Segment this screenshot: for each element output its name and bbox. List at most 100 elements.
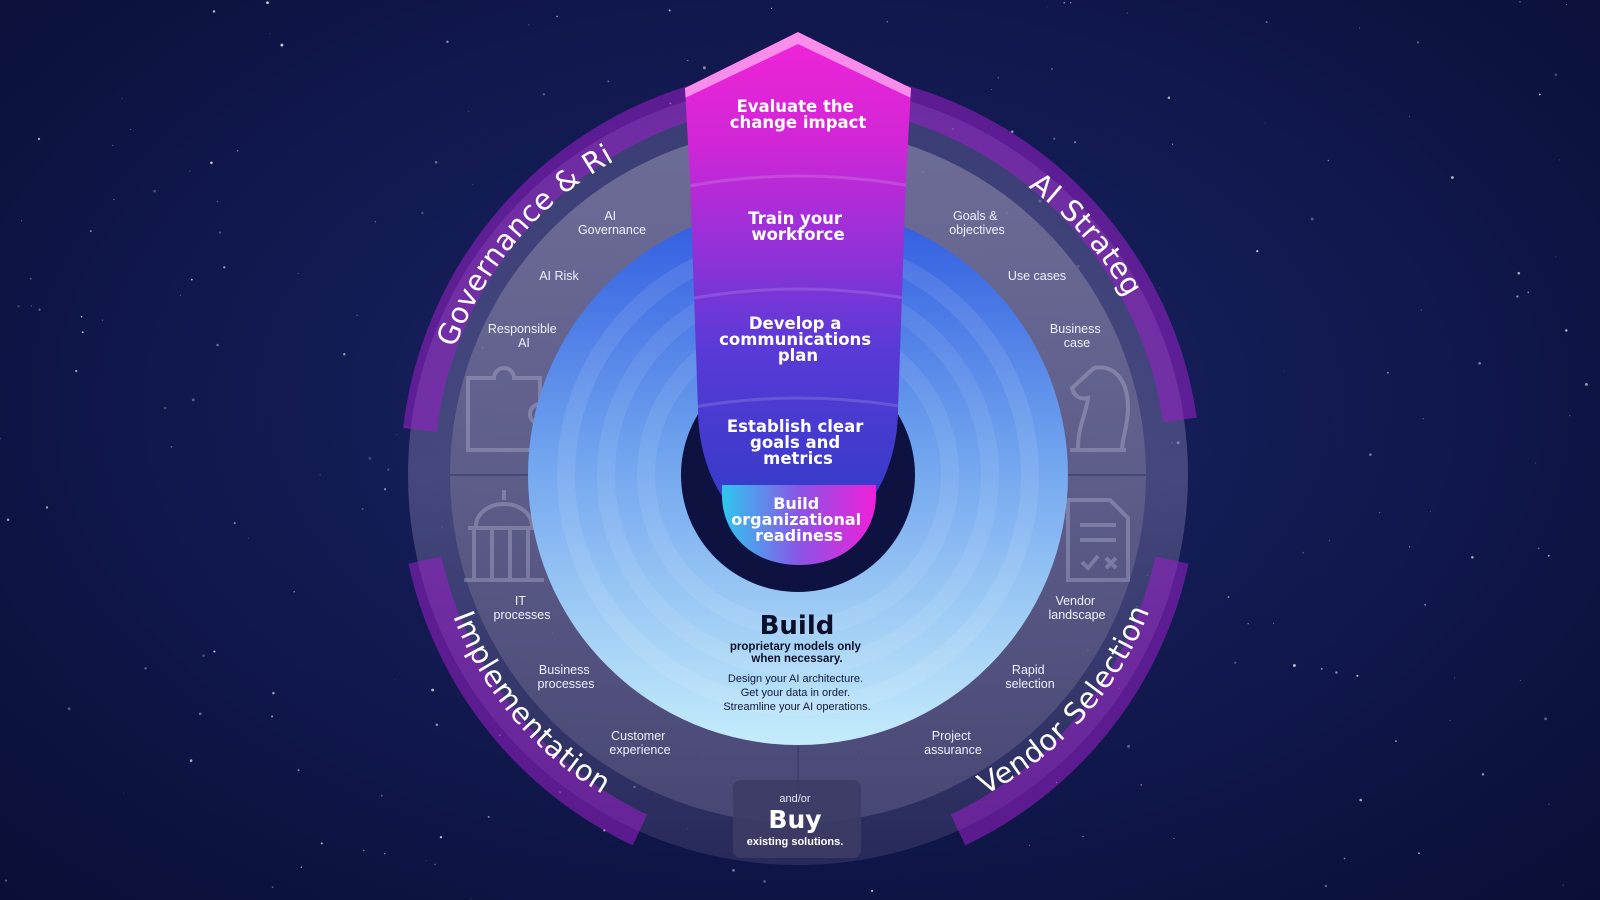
chess-knight-icon <box>1069 365 1131 452</box>
star <box>1424 604 1426 606</box>
strategy-item-use-cases: Use cases <box>1008 269 1066 283</box>
star <box>1335 671 1338 674</box>
strategy-arc <box>871 78 1197 423</box>
star <box>210 161 213 165</box>
star <box>363 849 365 852</box>
star <box>213 650 216 653</box>
buy-subtitle: existing solutions. <box>747 836 844 848</box>
star <box>198 712 202 716</box>
star <box>1519 679 1521 682</box>
vendor-item-rapid-selection: Rapid selection <box>1005 663 1054 691</box>
governance-item-ai-risk: AI Risk <box>539 269 579 283</box>
vendor-item-landscape: Vendor landscape <box>1049 594 1106 622</box>
star <box>1547 554 1550 557</box>
star <box>113 199 115 201</box>
buy-title: Buy <box>768 805 821 834</box>
star <box>1584 382 1588 386</box>
star <box>1517 271 1521 275</box>
star <box>1126 12 1128 14</box>
star <box>45 506 49 509</box>
build-title: Build <box>760 611 835 641</box>
star <box>1324 884 1328 888</box>
step-communications: Develop a communications plan <box>719 314 877 365</box>
star <box>1343 857 1346 860</box>
star <box>1538 93 1541 96</box>
star <box>556 15 558 18</box>
star <box>216 343 219 347</box>
star <box>190 278 193 281</box>
star <box>470 898 472 900</box>
star <box>886 20 889 23</box>
star <box>123 792 124 794</box>
star <box>1478 361 1481 365</box>
star <box>1555 256 1557 258</box>
star <box>380 794 383 797</box>
star <box>1516 295 1519 298</box>
star <box>1565 329 1568 332</box>
star <box>170 445 173 448</box>
star <box>163 406 167 410</box>
star <box>1562 884 1564 886</box>
build-body: Design your AI architecture. Get your da… <box>723 673 870 713</box>
star <box>300 866 302 868</box>
governance-arc <box>403 78 724 432</box>
star <box>468 110 470 112</box>
star <box>81 331 84 334</box>
star <box>0 437 2 440</box>
governance-item-ai-governance: AI Governance <box>578 209 646 237</box>
star <box>29 277 32 280</box>
vendor-arc <box>950 556 1189 846</box>
star <box>271 886 274 888</box>
implementation-item-it-processes: IT processes <box>494 594 551 622</box>
star <box>80 315 83 318</box>
star <box>1387 371 1389 374</box>
star <box>1558 159 1560 161</box>
star <box>1320 667 1323 670</box>
star <box>1416 41 1420 44</box>
star <box>1359 27 1360 29</box>
implementation-item-customer-experience: Customer experience <box>609 729 670 757</box>
government-building-icon <box>464 490 544 582</box>
star <box>189 759 193 762</box>
vendor-item-project-assurance: Project assurance <box>924 729 982 757</box>
star <box>1544 717 1548 721</box>
readiness-arrow <box>685 32 911 565</box>
star <box>101 319 104 321</box>
star <box>212 10 216 13</box>
star <box>1327 159 1330 162</box>
document-check-icon <box>1066 498 1130 582</box>
star <box>1565 4 1567 6</box>
readiness-core <box>722 485 876 565</box>
star <box>67 707 71 711</box>
star <box>1418 852 1420 855</box>
star <box>1167 96 1171 99</box>
star <box>1369 453 1372 456</box>
star <box>1378 511 1381 514</box>
star <box>1050 67 1053 70</box>
strategy-item-goals: Goals & objectives <box>949 209 1005 237</box>
star <box>75 369 78 373</box>
star <box>37 137 41 141</box>
star <box>20 220 23 222</box>
core-readiness-label: Build organizational readiness <box>731 494 867 545</box>
star <box>218 231 222 234</box>
buy-prefix: and/or <box>779 793 811 805</box>
star <box>1310 217 1314 221</box>
star <box>1069 1 1072 4</box>
star <box>1527 291 1530 294</box>
star <box>179 294 181 296</box>
star <box>269 33 271 35</box>
star <box>272 691 275 695</box>
star <box>320 842 323 845</box>
star <box>6 518 10 522</box>
star <box>1430 511 1432 513</box>
star <box>17 305 20 308</box>
star <box>1408 115 1410 117</box>
star <box>271 715 274 718</box>
implementation-item-business-processes: Business processes <box>538 663 595 691</box>
star <box>668 9 671 12</box>
step-train: Train your workforce <box>748 209 848 244</box>
star <box>236 150 239 152</box>
star <box>4 879 8 882</box>
star <box>426 860 428 862</box>
